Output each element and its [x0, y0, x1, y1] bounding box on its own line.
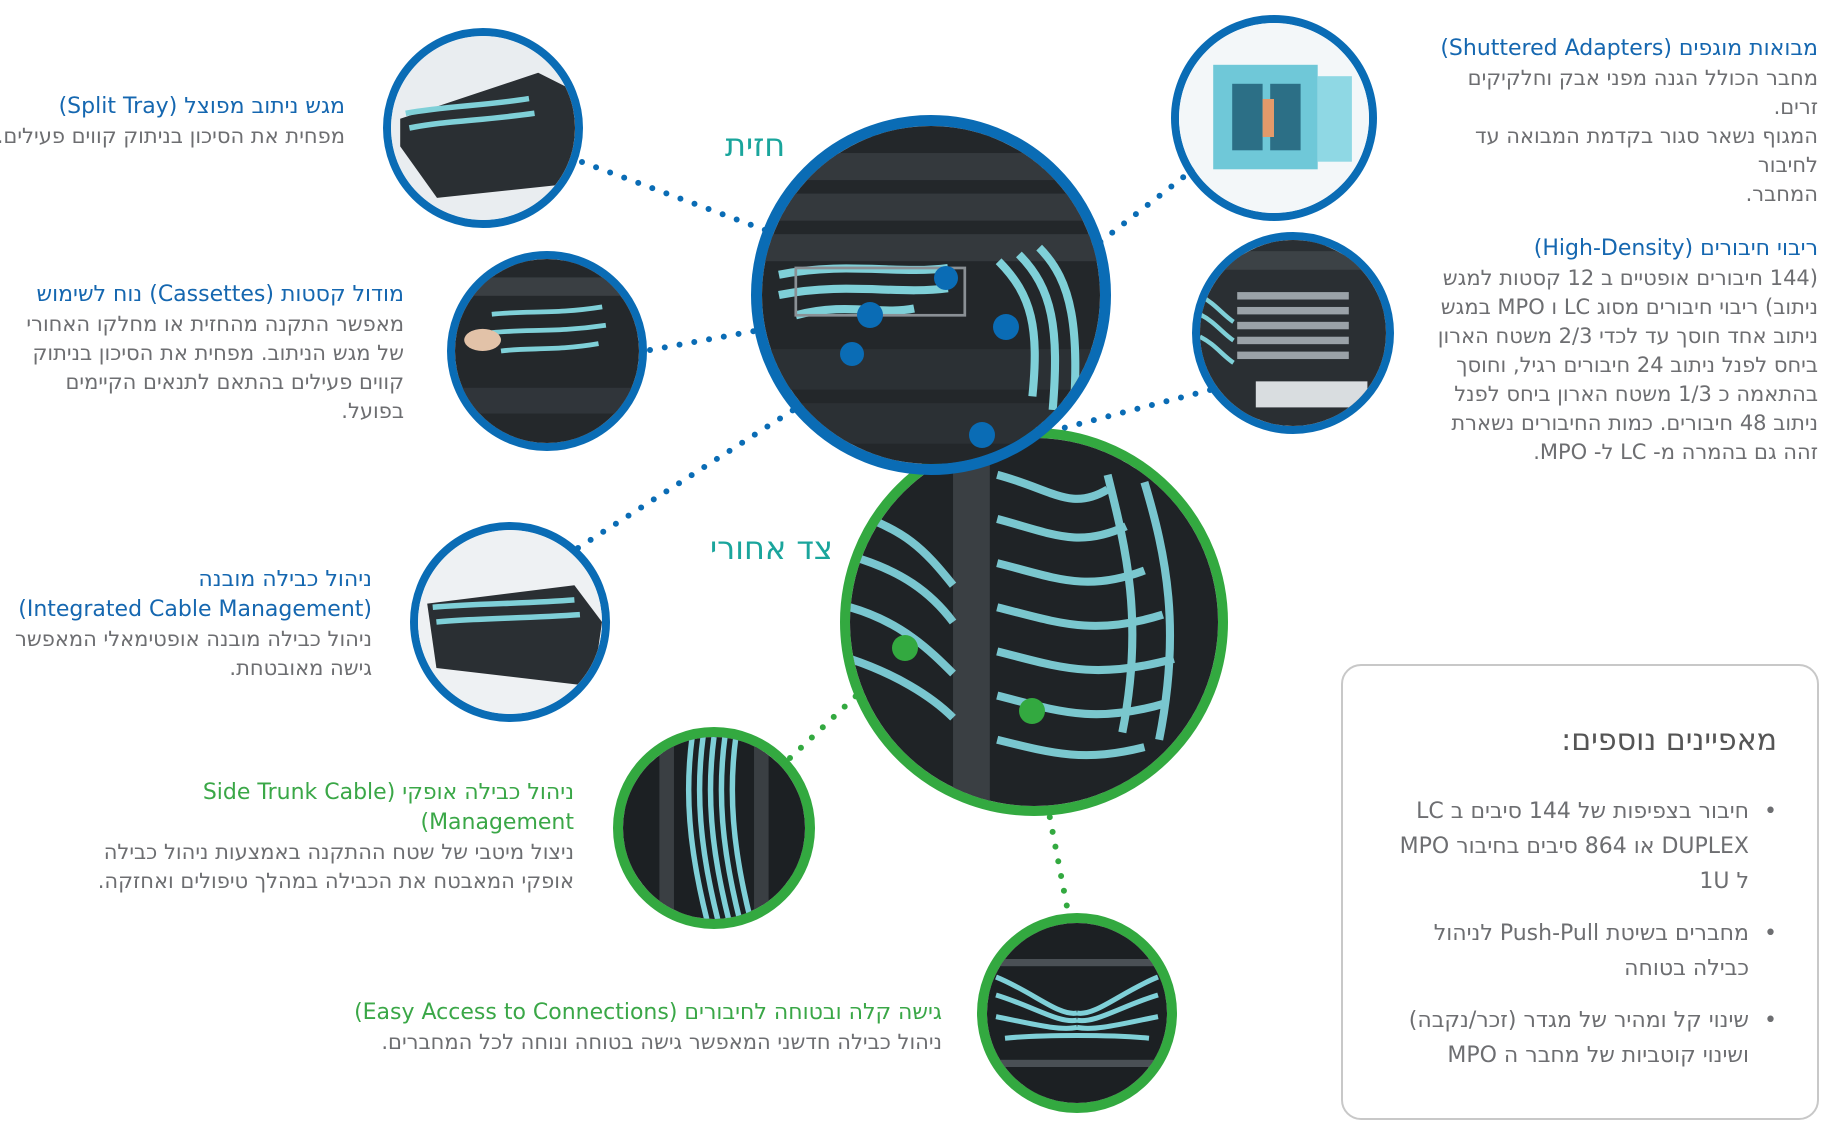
back-label: צד אחורי — [710, 529, 833, 567]
marker-front-3[interactable] — [993, 314, 1019, 340]
marker-front-1[interactable] — [934, 266, 958, 290]
features-title: מאפיינים נוספים: — [1561, 723, 1777, 758]
callout-split-tray: מגש ניתוב מפוצל (Split Tray) מפחית את הס… — [0, 92, 345, 151]
features-list: חיבור בצפיפות של 144 סיבים ב LC DUPLEX א… — [1381, 794, 1781, 1090]
callout-title: ניהול כבילה אופקי (Side Trunk Cable Mana… — [202, 780, 574, 835]
back-view-circle — [840, 428, 1228, 816]
callout-text: (144 חיבורים אופטיים ב 12 קסטות למגש נית… — [1437, 266, 1818, 464]
easy-access-circle — [977, 913, 1177, 1113]
connector-high-density — [1037, 387, 1213, 437]
high-density-circle — [1192, 232, 1394, 434]
marker-back-1[interactable] — [892, 635, 918, 661]
callout-shuttered-adapters: מבואות מוגפים (Shuttered Adapters) מחבר … — [1418, 34, 1818, 209]
callout-integrated-cable: ניהול כבילה מובנה (Integrated Cable Mana… — [0, 565, 372, 683]
callout-text: מאפשר התקנה מהחזית או מחלקו האחורי של מג… — [26, 312, 404, 423]
callout-easy-access: גישה קלה ובטוחה לחיבורים (Easy Access to… — [322, 998, 942, 1057]
front-label: חזית — [725, 126, 786, 164]
features-box: מאפיינים נוספים: חיבור בצפיפות של 144 סי… — [1341, 664, 1819, 1120]
callout-side-trunk: ניהול כבילה אופקי (Side Trunk Cable Mana… — [54, 778, 574, 896]
front-view-circle — [751, 115, 1111, 475]
callout-text: מחבר הכולל הגנה מפני אבק וחלקיקים זרים. … — [1467, 66, 1818, 206]
callout-title: מודול קסטות (Cassettes) נוח לשימוש — [36, 282, 404, 307]
callout-title: ניהול כבילה מובנה (Integrated Cable Mana… — [18, 567, 372, 622]
callout-text: מפחית את הסיכון בניתוק קווים פעילים. — [0, 124, 345, 148]
marker-front-5[interactable] — [969, 422, 995, 448]
cassettes-circle — [447, 251, 647, 451]
marker-front-4[interactable] — [840, 342, 864, 366]
callout-text: ניהול כבילה חדשני המאפשר גישה בטוחה ונוח… — [381, 1030, 942, 1054]
callout-high-density: ריבוי חיבורים (High-Density) (144 חיבורי… — [1418, 234, 1818, 467]
callout-text: ניצול מיטבי של שטח ההתקנה באמצעות ניהול … — [97, 840, 574, 893]
split-tray-circle — [383, 28, 583, 228]
callout-title: גישה קלה ובטוחה לחיבורים (Easy Access to… — [354, 1000, 942, 1025]
side-trunk-circle — [613, 727, 815, 929]
callout-title: מבואות מוגפים (Shuttered Adapters) — [1440, 36, 1818, 61]
list-item: שינוי קל ומהיר של מגדר (זכר/נקבה) ושינוי… — [1381, 1003, 1781, 1073]
marker-back-2[interactable] — [1019, 698, 1045, 724]
callout-title: ריבוי חיבורים (High-Density) — [1533, 236, 1818, 261]
connector-cassettes — [647, 327, 763, 353]
callout-text: ניהול כבילה מובנה אופטימאלי המאפשר גישה … — [14, 627, 372, 680]
integrated-cable-circle — [410, 522, 610, 722]
list-item: מחברים בשיטת Push-Pull לניהול כבילה בטוח… — [1381, 916, 1781, 986]
callout-cassettes: מודול קסטות (Cassettes) נוח לשימוש מאפשר… — [4, 280, 404, 426]
list-item: חיבור בצפיפות של 144 סיבים ב LC DUPLEX א… — [1381, 794, 1781, 899]
shuttered-adapters-circle — [1171, 15, 1377, 221]
callout-title: מגש ניתוב מפוצל (Split Tray) — [58, 94, 345, 119]
marker-front-2[interactable] — [857, 302, 883, 328]
